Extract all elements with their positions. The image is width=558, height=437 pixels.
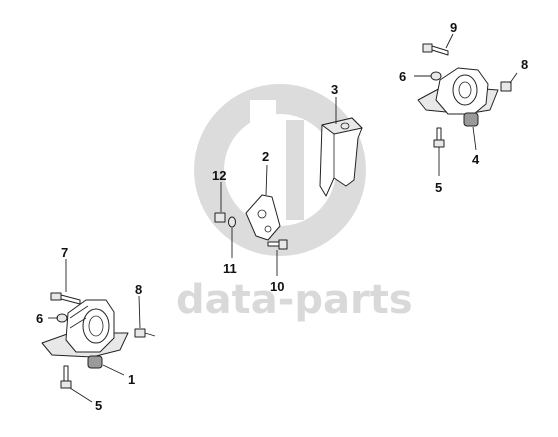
callout-10: 10 bbox=[270, 279, 284, 294]
mount-assembly-left bbox=[41, 292, 156, 389]
callout-12: 12 bbox=[212, 168, 226, 183]
callout-8-right: 8 bbox=[521, 57, 528, 72]
callout-5-left: 5 bbox=[95, 398, 102, 413]
bracket-part-2 bbox=[245, 194, 281, 241]
bolt-part-9 bbox=[422, 43, 449, 56]
bolt-part-10 bbox=[267, 239, 288, 250]
callout-7: 7 bbox=[61, 245, 68, 260]
callout-2: 2 bbox=[262, 149, 269, 164]
callout-5-right: 5 bbox=[435, 180, 442, 195]
callout-11: 11 bbox=[223, 261, 237, 276]
callout-9: 9 bbox=[450, 20, 457, 35]
callout-4: 4 bbox=[472, 152, 480, 167]
callout-3: 3 bbox=[331, 82, 338, 97]
callout-6-right: 6 bbox=[399, 69, 406, 84]
watermark-text: data-parts bbox=[176, 277, 413, 323]
mount-assembly-right bbox=[417, 43, 512, 148]
washer-part-6-left bbox=[56, 313, 68, 323]
bracket-assembly-3 bbox=[319, 97, 363, 197]
nut-part-12 bbox=[214, 212, 226, 223]
bolt-part-7 bbox=[50, 292, 81, 305]
leader-lines-right bbox=[414, 33, 518, 176]
callout-6-left: 6 bbox=[36, 311, 43, 326]
callout-8-left: 8 bbox=[135, 282, 142, 297]
bracket-assembly-center bbox=[214, 194, 288, 250]
bolt-part-5-right bbox=[433, 127, 445, 148]
washer-part-6-right bbox=[430, 71, 442, 81]
bolt-part-5-left bbox=[60, 365, 72, 389]
leader-lines-left bbox=[48, 259, 141, 403]
nut-part-8-left bbox=[134, 328, 156, 338]
leader-lines-center bbox=[220, 164, 278, 276]
washer-part-11 bbox=[228, 216, 236, 228]
nut-part-8-right bbox=[500, 81, 512, 92]
callout-1: 1 bbox=[128, 372, 135, 387]
callout-labels: 1 2 3 4 5 5 6 6 7 8 8 9 10 11 12 bbox=[36, 20, 528, 413]
